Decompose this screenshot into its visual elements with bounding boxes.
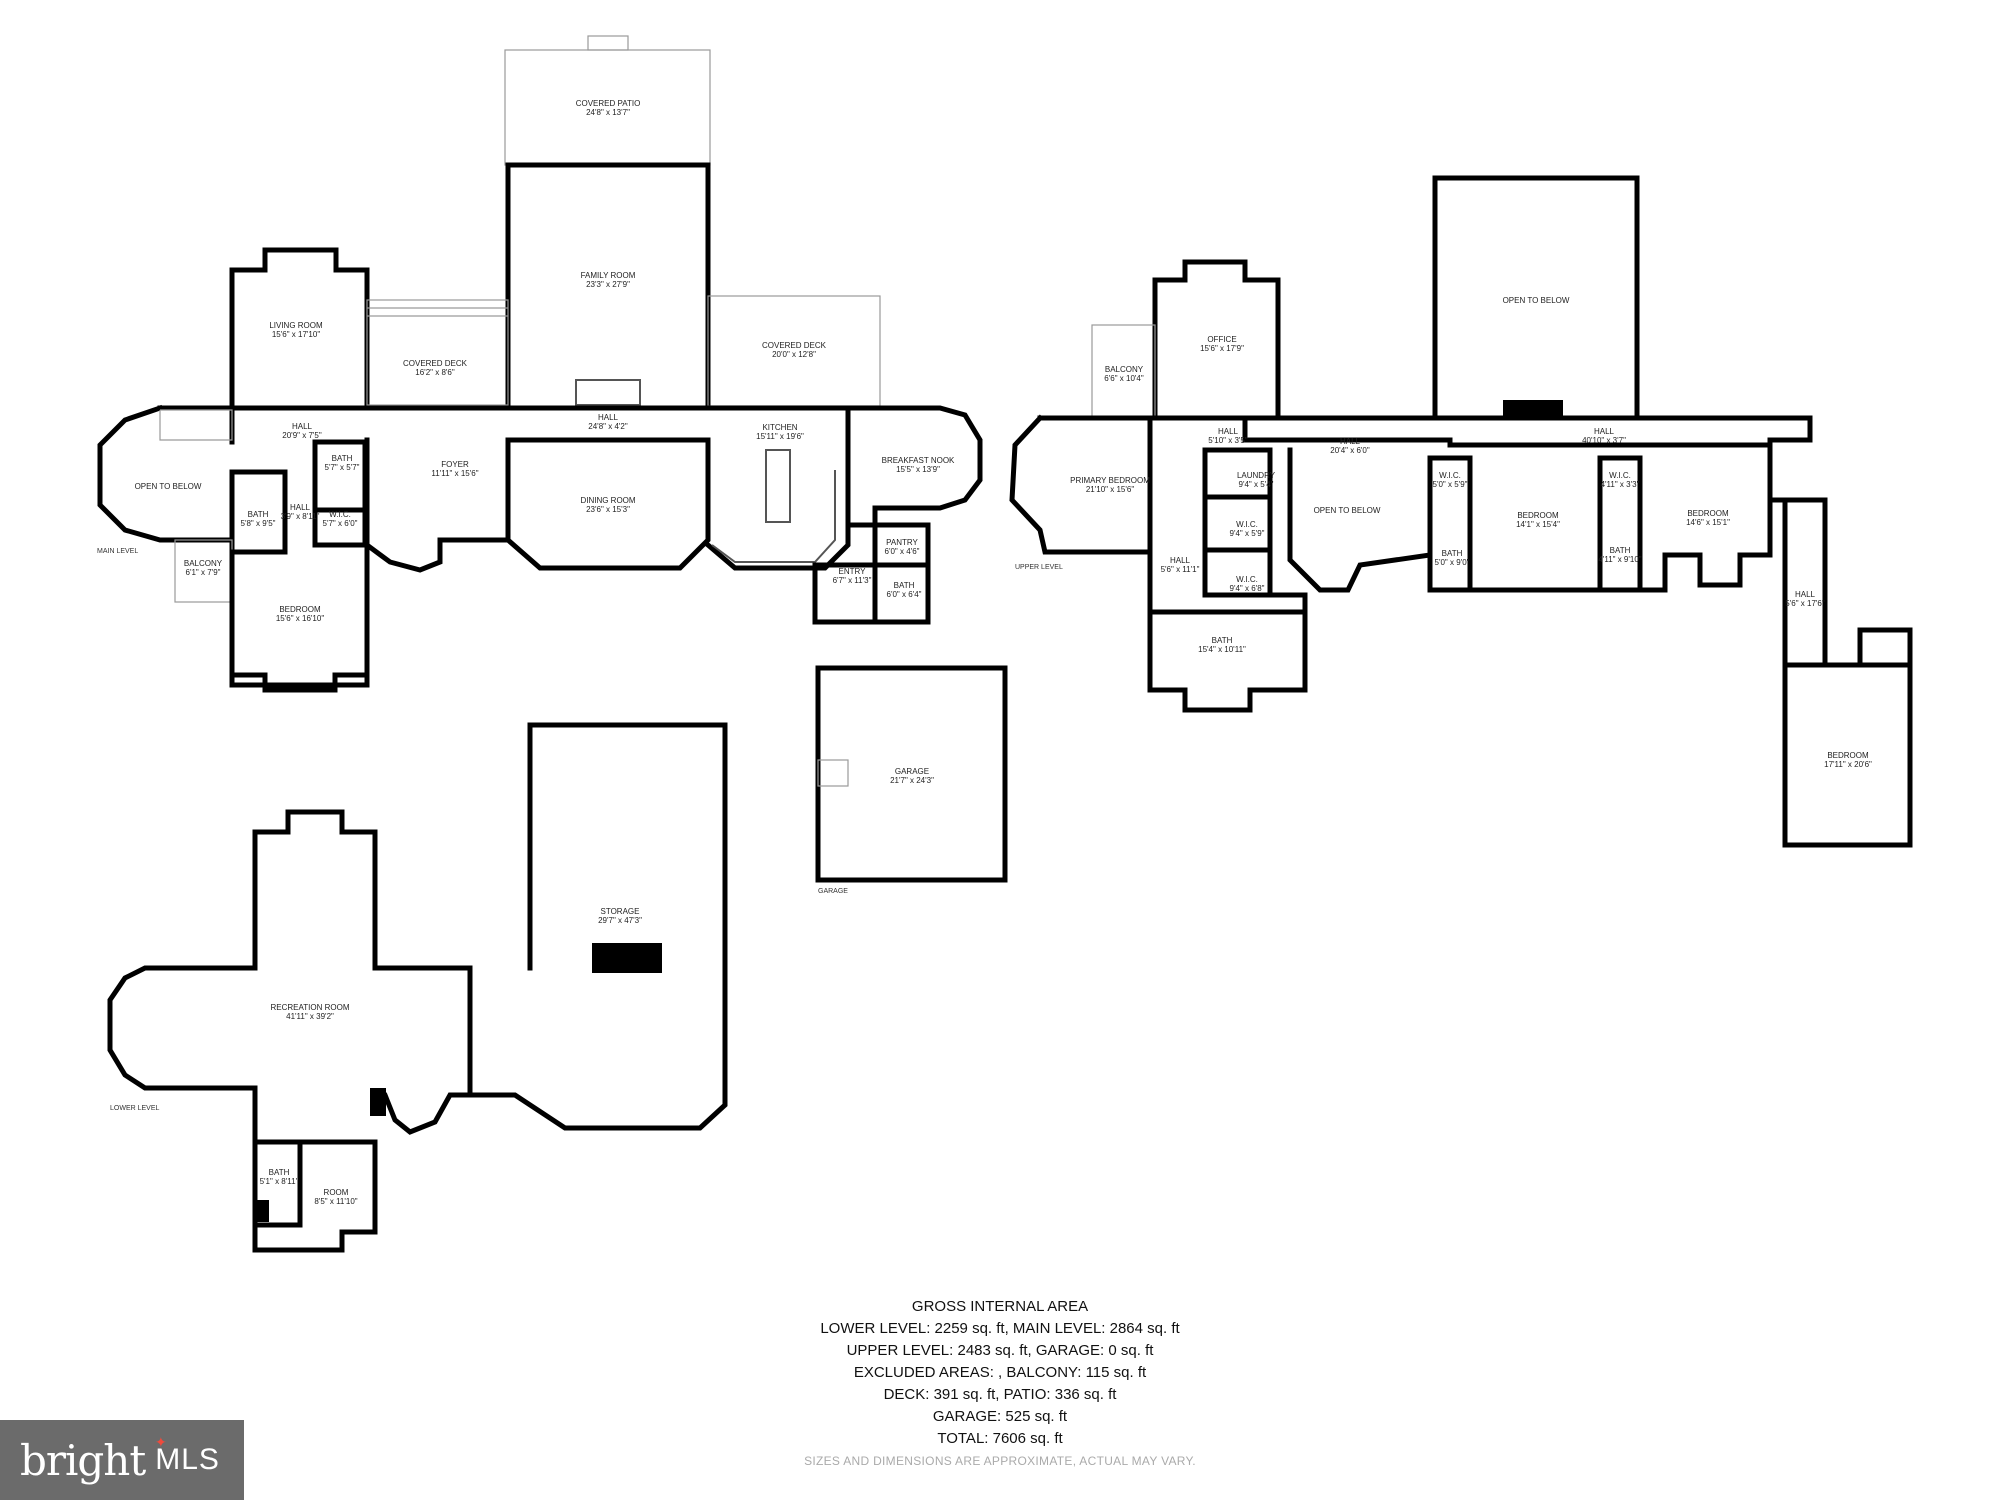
room-label: W.I.C.4'11" x 3'3" xyxy=(1601,471,1640,489)
summary-line: GARAGE: 525 sq. ft xyxy=(932,1408,1068,1425)
summary-line: DECK: 391 sq. ft, PATIO: 336 sq. ft xyxy=(883,1386,1117,1403)
logo-brand: bright xyxy=(20,1435,146,1485)
room-label: W.I.C.9'4" x 6'8" xyxy=(1230,575,1265,593)
summary-line: EXCLUDED AREAS: , BALCONY: 115 sq. ft xyxy=(853,1364,1147,1381)
upper-level-label: UPPER LEVEL xyxy=(1015,564,1063,571)
room-label: W.I.C.5'7" x 6'0" xyxy=(323,510,358,528)
room-label: OPEN TO BELOW xyxy=(1503,296,1570,305)
main-level-plan xyxy=(97,35,983,693)
gross-internal-area-summary: GROSS INTERNAL AREA LOWER LEVEL: 2259 sq… xyxy=(760,1296,1240,1472)
logo-suffix: MLS xyxy=(155,1443,220,1476)
logo-spark-icon: ✦ xyxy=(155,1434,167,1450)
room-label: OPEN TO BELOW xyxy=(135,482,202,491)
bright-mls-logo: bright ✦ MLS xyxy=(0,1420,244,1500)
summary-line: UPPER LEVEL: 2483 sq. ft, GARAGE: 0 sq. … xyxy=(846,1342,1154,1359)
summary-line: TOTAL: 7606 sq. ft xyxy=(937,1430,1063,1447)
room-label: W.I.C.9'4" x 5'9" xyxy=(1230,520,1265,538)
lower-level-plan xyxy=(107,722,728,1253)
summary-title: GROSS INTERNAL AREA xyxy=(911,1298,1089,1315)
main-level-label: MAIN LEVEL xyxy=(97,548,138,555)
disclaimer: SIZES AND DIMENSIONS ARE APPROXIMATE, AC… xyxy=(804,1454,1196,1468)
upper-level-plan xyxy=(1009,175,1913,848)
garage-label: GARAGE xyxy=(818,888,848,895)
room-label: OPEN TO BELOW xyxy=(1314,506,1381,515)
summary-line: LOWER LEVEL: 2259 sq. ft, MAIN LEVEL: 28… xyxy=(820,1320,1180,1337)
room-label: W.I.C.5'0" x 5'9" xyxy=(1433,471,1468,489)
lower-level-label: LOWER LEVEL xyxy=(110,1105,160,1112)
garage-plan xyxy=(815,665,1008,883)
